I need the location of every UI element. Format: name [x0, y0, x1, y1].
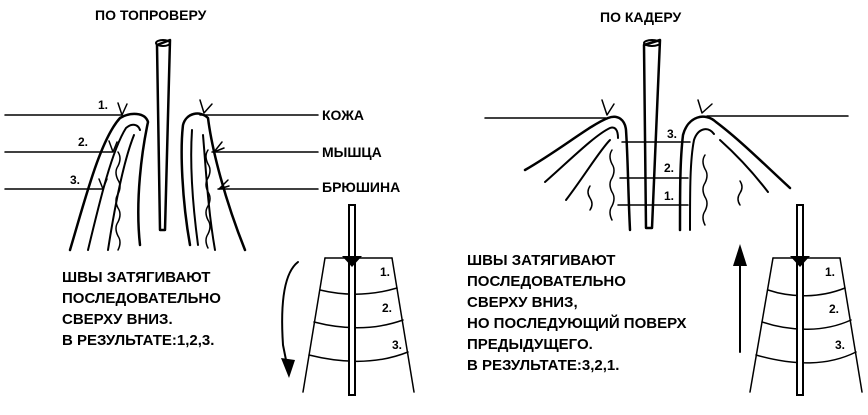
left-scheme-number-3: 3. [392, 338, 402, 352]
layer-label-peritoneum: БРЮШИНА [322, 179, 400, 195]
right-scheme-number-2: 2. [829, 302, 839, 316]
right-scheme-number-1: 1. [825, 265, 835, 279]
left-suture-number-3: 3. [70, 173, 80, 187]
left-panel: ПО ТОПРОВЕРУ [4, 7, 415, 396]
left-desc-line-2: ПОСЛЕДОВАТЕЛЬНО [62, 290, 221, 307]
left-desc-line-1: ШВЫ ЗАТЯГИВАЮТ [62, 269, 210, 286]
left-wall-right [180, 112, 247, 252]
left-suture-number-1: 1. [98, 98, 108, 112]
down-arrow-icon [281, 261, 299, 378]
right-scheme [749, 204, 863, 396]
right-tube [642, 38, 662, 230]
right-suture-number-1: 1. [664, 189, 674, 203]
right-title: ПО КАДЕРУ [600, 9, 681, 25]
left-scheme-number-2: 2. [382, 301, 392, 315]
right-suture-number-2: 2. [664, 161, 674, 175]
left-wall-left [68, 112, 150, 252]
right-desc-line-3: СВЕРХУ ВНИЗ, [467, 294, 578, 311]
right-desc-line-6: В РЕЗУЛЬТАТЕ:3,2,1. [467, 357, 619, 374]
right-desc-line-1: ШВЫ ЗАТЯГИВАЮТ [467, 252, 615, 269]
right-suture-number-3: 3. [667, 127, 677, 141]
left-title: ПО ТОПРОВЕРУ [95, 7, 207, 23]
right-wall-right [678, 115, 792, 232]
left-desc-line-4: В РЕЗУЛЬТАТЕ:1,2,3. [62, 332, 214, 349]
left-scheme [302, 204, 415, 396]
right-desc-line-2: ПОСЛЕДОВАТЕЛЬНО [467, 273, 626, 290]
left-scheme-number-1: 1. [380, 265, 390, 279]
right-panel: ПО КАДЕРУ [467, 9, 863, 396]
left-desc-line-3: СВЕРХУ ВНИЗ. [62, 311, 173, 328]
left-suture-number-2: 2. [78, 135, 88, 149]
layer-label-skin: КОЖА [322, 107, 364, 123]
layer-label-muscle: МЫШЦА [322, 144, 382, 160]
right-wall-left [523, 115, 632, 232]
left-tube [155, 38, 172, 232]
right-desc-line-4: НО ПОСЛЕДУЮЩИЙ ПОВЕРХ [467, 314, 687, 332]
right-scheme-number-3: 3. [835, 338, 845, 352]
up-arrow-icon [733, 244, 747, 353]
right-suture-lines [601, 99, 713, 206]
right-desc-line-5: ПРЕДЫДУЩЕГО. [467, 336, 593, 353]
left-suture-lines [4, 99, 319, 190]
